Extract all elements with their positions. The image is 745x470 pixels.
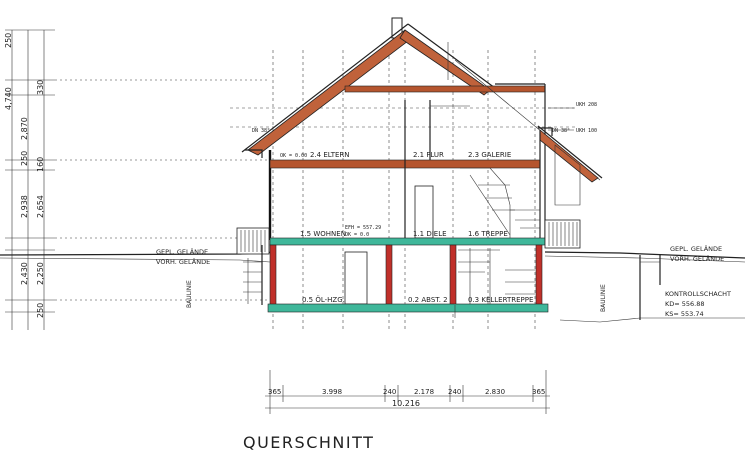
dim-lower-1: 2,250 bbox=[36, 262, 45, 285]
terrain: GEPL. GELÄNDE VORH. GELÄNDE GEPL. GELÄND… bbox=[0, 244, 745, 323]
dim-seg-3: 2.178 bbox=[414, 388, 434, 396]
terrain-left-natural: VORH. GELÄNDE bbox=[156, 257, 210, 266]
baulinie-right: BAULINIE bbox=[600, 284, 607, 312]
room-label-abst2: 0.2 ABST. 2 bbox=[408, 296, 448, 304]
basement-slab bbox=[267, 303, 549, 313]
terrain-left-existing: GEPL. GELÄNDE bbox=[156, 247, 208, 256]
roof-left-rafter bbox=[247, 29, 413, 156]
dim-seg-5: 2.830 bbox=[485, 388, 505, 396]
room-label-diele: 1.1 DIELE bbox=[413, 230, 447, 238]
room-labels: 2.4 ELTERN 2.1 FLUR 2.3 GALERIE 1.5 WOHN… bbox=[300, 151, 533, 304]
drawing-title: QUERSCHNITT bbox=[243, 433, 374, 452]
dim-upper-inner-1: 2,654 bbox=[36, 195, 45, 218]
basement-wall-left bbox=[269, 244, 277, 306]
mark-uhh-top: UKH 208 bbox=[576, 102, 597, 108]
room-label-flur: 2.1 FLUR bbox=[413, 151, 444, 159]
mark-dn-right: DN 38° bbox=[552, 128, 570, 134]
dim-upper-2: 330 bbox=[36, 80, 45, 95]
dim-seg-1: 3.998 bbox=[322, 388, 342, 396]
dim-seg-2: 240 bbox=[383, 388, 396, 396]
basement bbox=[243, 244, 549, 318]
bottom-dimension-chain: 365 3.998 240 2.178 240 2.830 365 10.216 bbox=[265, 370, 550, 414]
dim-upper-3: 250 bbox=[20, 151, 29, 166]
mark-lower-ok: OK = 0.0 bbox=[345, 232, 369, 238]
ground-floor-slab bbox=[269, 237, 546, 246]
basement-wall-mid2 bbox=[449, 244, 457, 306]
mark-uhh-bottom: UKH 100 bbox=[576, 128, 597, 134]
roof bbox=[241, 17, 603, 238]
dim-lower-2: 250 bbox=[36, 303, 45, 318]
level-marks: OK = 0.00 EFH = 557.29 OK = 0.0 DN 38° D… bbox=[252, 102, 597, 238]
basement-wall-mid1 bbox=[385, 244, 393, 306]
upper-floor bbox=[268, 100, 541, 240]
collar-beam bbox=[344, 85, 546, 93]
terrain-right-existing: GEPL. GELÄNDE bbox=[670, 244, 722, 253]
dim-seg-4: 240 bbox=[448, 388, 461, 396]
dim-small-top: 250 bbox=[4, 33, 13, 48]
dim-total-height: 4,740 bbox=[4, 87, 13, 110]
mark-upper-ok: OK = 0.00 bbox=[280, 153, 307, 159]
mark-efh: EFH = 557.29 bbox=[345, 225, 381, 231]
kontrollschacht-ks: KS= 553.74 bbox=[665, 310, 704, 318]
dim-lower-0: 2,430 bbox=[20, 262, 29, 285]
dim-seg-0: 365 bbox=[268, 388, 281, 396]
room-label-galerie: 2.3 GALERIE bbox=[468, 151, 511, 159]
left-dimension-chain: 250 4,740 300 2,870 330 250 2,938 2,654 … bbox=[4, 29, 270, 330]
dim-upper-inner-0: 2,938 bbox=[20, 195, 29, 218]
room-label-treppe: 1.6 TREPPE bbox=[468, 230, 508, 238]
room-label-eltern: 2.4 ELTERN bbox=[310, 151, 350, 159]
dim-upper-inner-2: 160 bbox=[36, 157, 45, 172]
basement-wall-right bbox=[535, 244, 543, 306]
room-label-oelhzg: 0.5 ÖL-HZG. bbox=[302, 295, 345, 304]
kontrollschacht-title: KONTROLLSCHACHT bbox=[665, 290, 731, 298]
kontrollschacht-kd: KD= 556.88 bbox=[665, 300, 705, 308]
dim-upper-1: 2,870 bbox=[20, 117, 29, 140]
dim-seg-6: 365 bbox=[532, 388, 545, 396]
room-label-wohnen: 1.5 WOHNEN bbox=[300, 230, 346, 238]
ground-floor bbox=[236, 219, 581, 255]
terrain-right-natural: VORH. GELÄNDE bbox=[670, 254, 724, 263]
dim-total-width: 10.216 bbox=[392, 399, 420, 408]
door-basement bbox=[344, 251, 368, 305]
room-label-kellertreppe: 0.3 KELLERTREPPE bbox=[468, 296, 533, 304]
mark-dn-left: DN 38° bbox=[252, 128, 270, 134]
baulinie-left: BAULINIE bbox=[186, 280, 193, 308]
kontrollschacht: KONTROLLSCHACHT KD= 556.88 KS= 553.74 bbox=[639, 255, 731, 320]
roof-right-rafter bbox=[399, 29, 491, 96]
